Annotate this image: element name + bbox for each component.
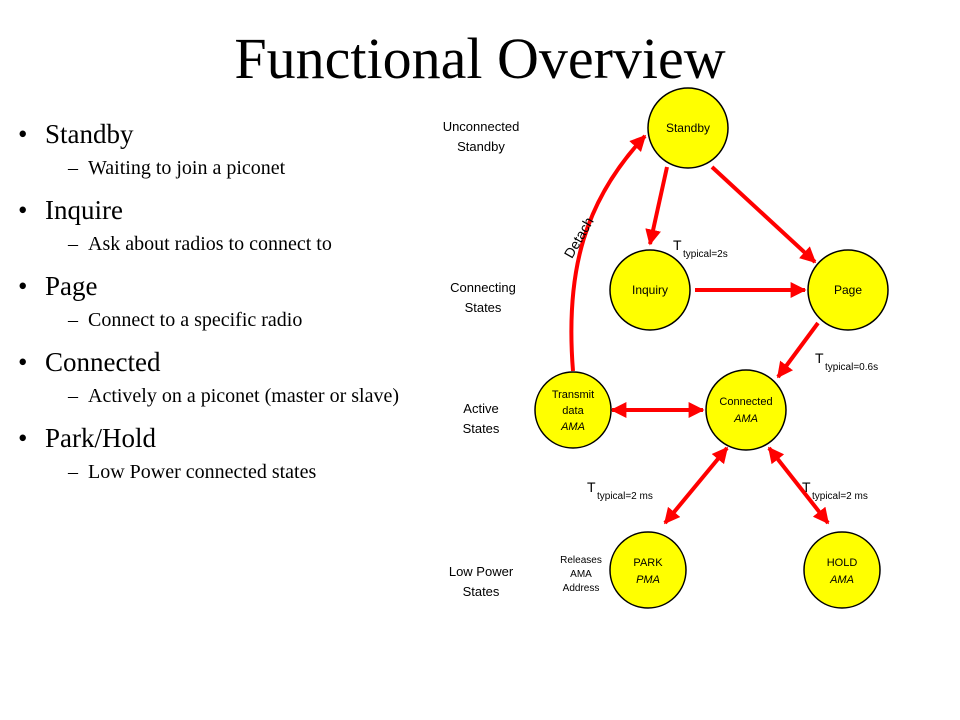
sub-bullet-connected: –Actively on a piconet (master or slave) [68, 385, 399, 407]
sub-bullet-page: –Connect to a specific radio [68, 309, 303, 331]
node-label: Transmit [552, 389, 594, 401]
note-line: AMA [570, 569, 592, 580]
bullet-inquire: Inquire [18, 194, 418, 226]
node-park: PARK PMA [609, 531, 687, 609]
bullet-connected: Connected [18, 346, 418, 378]
arrow-connected-hold [767, 446, 830, 525]
row-label-connecting: Connecting States [450, 280, 516, 315]
row-label-line: States [463, 421, 500, 436]
node-label: AMA [560, 421, 585, 433]
sub-bullet-standby: –Waiting to join a piconet [68, 157, 286, 179]
timing-t: T [673, 237, 682, 253]
timing-t: T [587, 479, 596, 495]
arrow-layer [569, 134, 830, 525]
sub-bullet-park-hold: –Low Power connected states [68, 461, 317, 483]
timing-label-inquiry: T typical=2s [673, 237, 728, 260]
sub-bullet-text: Waiting to join a piconet [88, 157, 286, 179]
row-label-line: Active [463, 401, 498, 416]
timing-sub: typical=2s [683, 249, 728, 260]
bullet-group-park-hold: Park/Hold –Low Power connected states [18, 422, 418, 485]
row-label-line: Connecting [450, 280, 516, 295]
sub-bullet-text: Connect to a specific radio [88, 309, 303, 331]
page-title: Functional Overview [234, 26, 726, 91]
bullet-park-hold: Park/Hold [18, 422, 418, 454]
note-line: Releases [560, 555, 602, 566]
row-label-line: Standby [457, 139, 505, 154]
timing-label-park: T typical=2 ms [587, 479, 653, 502]
node-label: Connected [719, 396, 772, 408]
bullet-group-standby: Standby –Waiting to join a piconet [18, 118, 418, 181]
node-label: AMA [733, 413, 758, 425]
node-label: Standby [666, 121, 710, 135]
node-label: PMA [636, 574, 660, 586]
row-label-line: Low Power [449, 564, 514, 579]
sub-bullet-inquire: –Ask about radios to connect to [68, 233, 332, 255]
timing-t: T [815, 350, 824, 366]
arrow-page-to-connected [776, 321, 820, 379]
row-label-line: Unconnected [443, 119, 520, 134]
timing-sub: typical=2 ms [812, 491, 868, 502]
arrow-standby-to-page [710, 165, 817, 264]
note-line: Address [563, 583, 600, 594]
node-label: PARK [633, 557, 663, 569]
releases-note: Releases AMA Address [560, 555, 602, 594]
node-label: data [562, 405, 584, 417]
row-label-line: States [465, 300, 502, 315]
row-label-unconnected: Unconnected Standby [443, 119, 520, 154]
timing-label-hold: T typical=2 ms [802, 479, 868, 502]
node-label: Page [834, 283, 862, 297]
timing-label-page: T typical=0.6s [815, 350, 878, 373]
timing-t: T [802, 479, 811, 495]
sub-bullet-text: Low Power connected states [88, 461, 317, 483]
arrow-connected-park [663, 446, 729, 525]
node-label: HOLD [827, 557, 858, 569]
bullet-page: Page [18, 270, 418, 302]
node-hold: HOLD AMA [803, 531, 881, 609]
sub-bullet-text: Ask about radios to connect to [88, 233, 332, 255]
node-label: AMA [829, 574, 854, 586]
bullet-group-page: Page –Connect to a specific radio [18, 270, 418, 333]
row-label-active: Active States [463, 401, 500, 436]
bullet-group-inquire: Inquire –Ask about radios to connect to [18, 194, 418, 257]
node-page: Page [807, 249, 889, 331]
timing-sub: typical=2 ms [597, 491, 653, 502]
sub-bullet-text: Actively on a piconet (master or slave) [88, 385, 399, 407]
row-label-line: States [463, 584, 500, 599]
arrow-standby-to-inquiry [645, 166, 669, 246]
node-transmit-data: Transmit data AMA [534, 371, 612, 449]
bullet-standby: Standby [18, 118, 418, 150]
bullet-list: Standby –Waiting to join a piconet Inqui… [18, 118, 418, 498]
arrow-detach [569, 134, 647, 372]
timing-sub: typical=0.6s [825, 362, 878, 373]
row-label-low-power: Low Power States [449, 564, 514, 599]
node-label: Inquiry [632, 283, 668, 297]
node-connected: Connected AMA [705, 369, 787, 451]
node-standby: Standby [647, 87, 729, 169]
bullet-group-connected: Connected –Actively on a piconet (master… [18, 346, 418, 409]
node-inquiry: Inquiry [609, 249, 691, 331]
